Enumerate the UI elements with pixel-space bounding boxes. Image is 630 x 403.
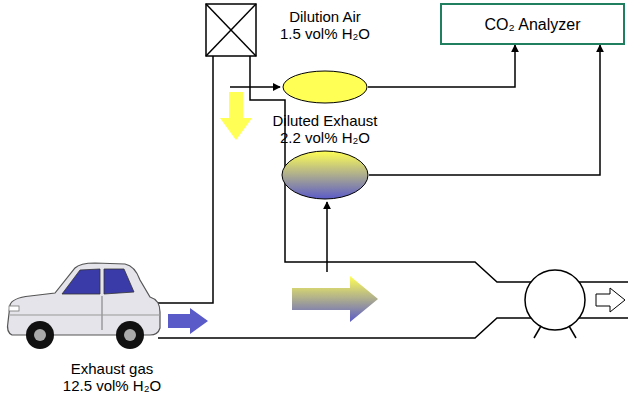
- air-flow-arrow: [220, 92, 252, 140]
- outlet-arrow: [596, 288, 625, 312]
- sample-bag: [282, 70, 368, 104]
- mixed-flow-arrow: [292, 276, 378, 322]
- sample-bag: [281, 150, 369, 200]
- sample-bag-node: Diluted Exhaust 2.2 vol% H₂O: [270, 112, 380, 200]
- node-text: CO₂ Analyzer: [484, 16, 580, 33]
- node-text: Dilution Air 1.5 vol% H₂O: [278, 8, 373, 42]
- intake-filter: [206, 4, 256, 56]
- air-sample-line: [230, 86, 280, 88]
- sample-line: [368, 45, 515, 87]
- node-text: Diluted Exhaust 2.2 vol% H₂O: [270, 112, 380, 146]
- sample-line: [369, 45, 600, 175]
- flow-label: Exhaust gas 12.5 vol% H₂O: [57, 360, 167, 394]
- dilution-tunnel: [158, 56, 628, 338]
- car-illustration: [8, 263, 161, 349]
- exhaust-sample-line: [326, 202, 328, 272]
- pump-symbol: [525, 270, 585, 338]
- analyzer-box: CO₂ Analyzer: [440, 3, 625, 45]
- exhaust-flow-arrow: [168, 308, 208, 334]
- sample-bag-outline: [282, 151, 368, 199]
- sample-bag-outline: [283, 71, 367, 103]
- sample-bag-node: Dilution Air 1.5 vol% H₂O: [278, 8, 373, 104]
